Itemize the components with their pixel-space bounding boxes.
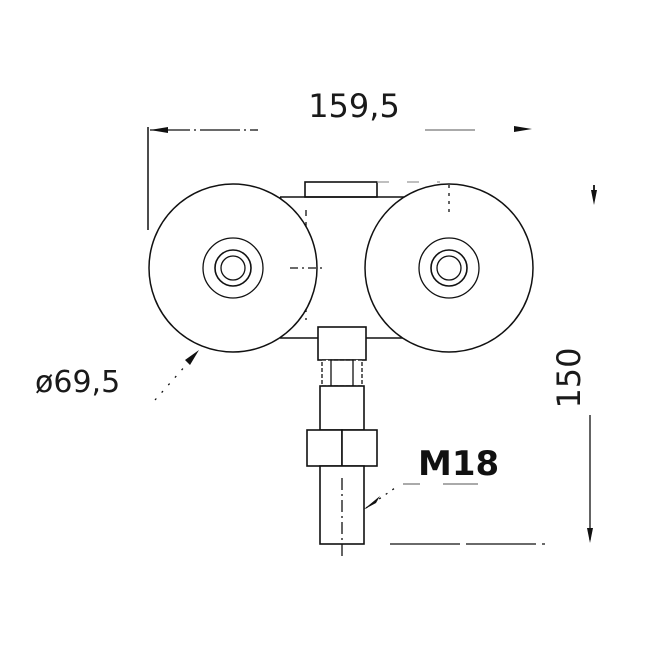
arrowhead-diameter-icon	[185, 350, 199, 365]
thread-label: M18	[418, 444, 499, 484]
leader-lines	[154, 350, 478, 510]
right-wheel	[364, 183, 534, 353]
height-dimension-line	[390, 185, 597, 545]
width-dimension-line	[147, 126, 532, 230]
arrowhead-thread-icon	[363, 496, 380, 510]
arrowhead-right-icon	[514, 126, 532, 132]
diameter-label: ø69,5	[35, 365, 120, 400]
arrowhead-top-icon	[591, 190, 597, 205]
arrowhead-bottom-icon	[587, 528, 593, 543]
threaded-stud	[306, 326, 378, 560]
left-wheel	[148, 183, 325, 353]
height-label: 150	[550, 347, 588, 408]
width-label: 159,5	[308, 87, 400, 125]
arrowhead-left-icon	[150, 127, 168, 133]
